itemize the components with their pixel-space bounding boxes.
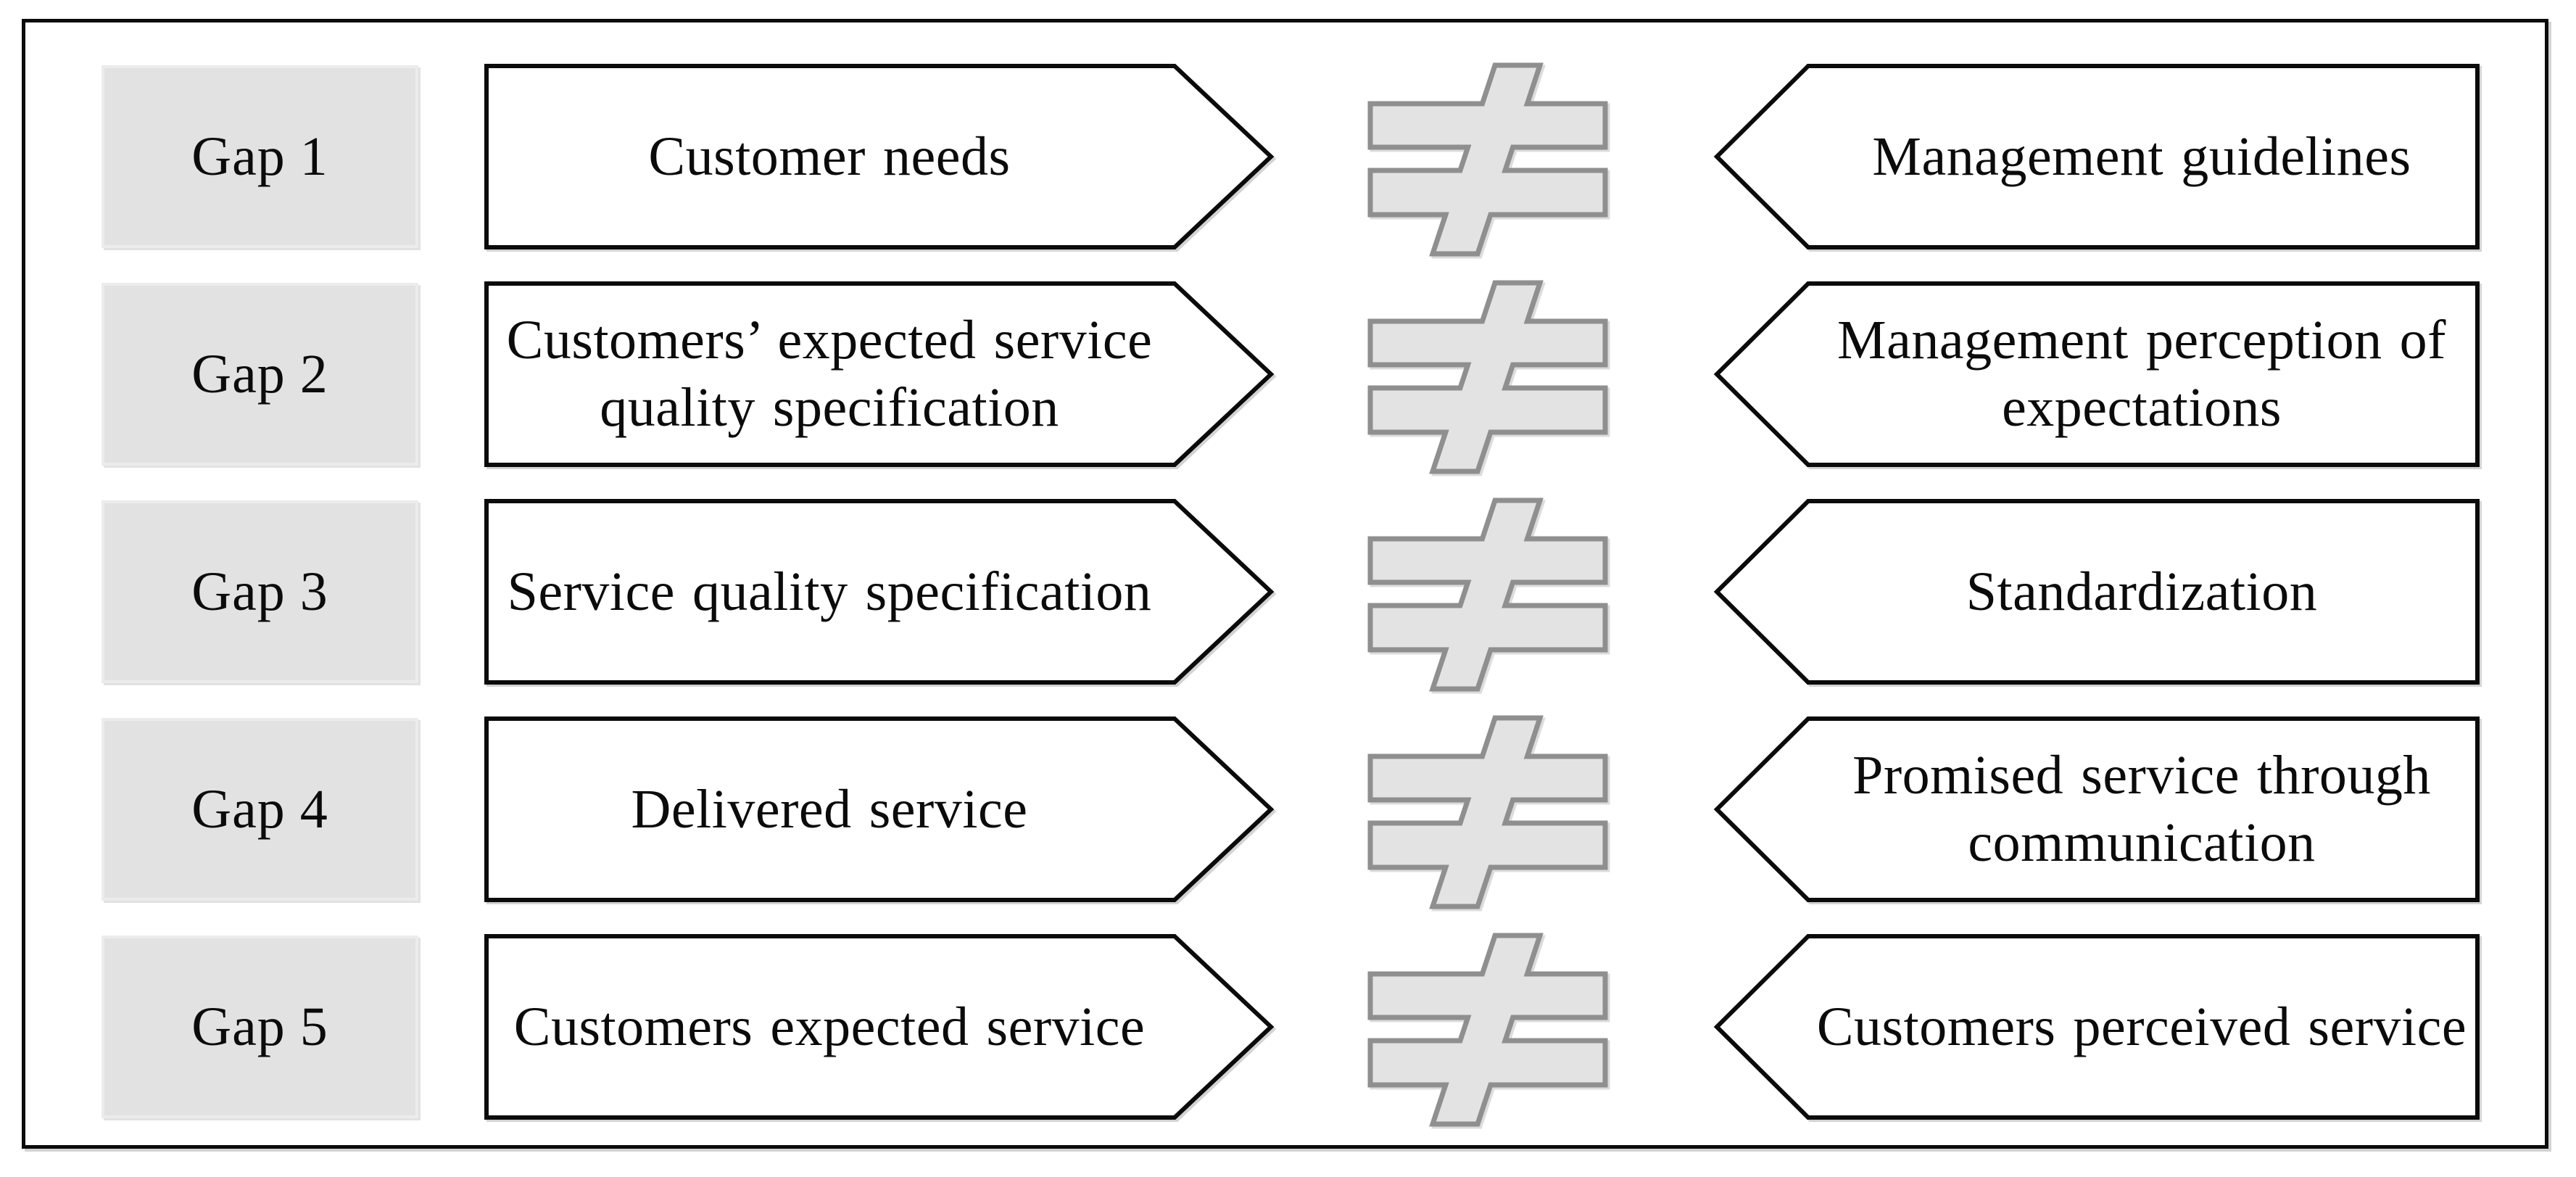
right-arrow-shape: Management guidelines (1713, 64, 2480, 249)
gap-label-box: Gap 5 (102, 936, 418, 1118)
left-arrow-text: Customers expected service (513, 996, 1146, 1057)
left-arrow-shape: Customers expected service (484, 934, 1275, 1120)
gap-label-box: Gap 1 (102, 65, 418, 248)
gap-row: Gap 3 Service quality specification Stan… (0, 497, 2576, 692)
left-pointing-pentagon-icon (1713, 499, 2480, 685)
outer-frame (22, 19, 2548, 1149)
right-pointing-pentagon-icon (484, 281, 1275, 467)
right-arrow-shape: Promised service through communication (1713, 716, 2480, 902)
left-arrow-shape: Delivered service (484, 716, 1275, 902)
right-arrow-text: Promised service through communication (1852, 745, 2431, 873)
not-equal-icon (1367, 497, 1608, 692)
right-arrow-shape: Management perception of expectations (1713, 281, 2480, 467)
right-arrow-text: Management perception of expectations (1837, 310, 2446, 438)
gap-label-box: Gap 3 (102, 500, 418, 683)
left-arrow-shape: Customers’ expected service quality spec… (484, 281, 1275, 467)
left-arrow-text: Customer needs (648, 125, 1011, 187)
right-arrow-shape: Customers perceived service (1713, 934, 2480, 1120)
gap-label-box: Gap 2 (102, 283, 418, 466)
gap-row: Gap 1 Customer needs Management guidelin… (0, 62, 2576, 257)
gap-label: Gap 4 (191, 779, 328, 840)
left-arrow-shape: Service quality specification (484, 499, 1275, 685)
not-equal-icon (1367, 280, 1608, 474)
not-equal-icon (1367, 715, 1608, 909)
right-arrow-text: Customers perceived service (1816, 996, 2467, 1057)
right-pointing-pentagon-icon (484, 934, 1275, 1120)
left-arrow-text: Delivered service (631, 778, 1028, 840)
right-arrow-text: Management guidelines (1872, 125, 2411, 187)
left-pointing-pentagon-icon (1713, 716, 2480, 902)
not-equal-icon (1367, 933, 1608, 1127)
gap-label: Gap 2 (191, 344, 328, 405)
gap-label: Gap 3 (191, 561, 328, 622)
right-pointing-pentagon-icon (484, 716, 1275, 902)
right-pointing-pentagon-icon (484, 499, 1275, 685)
right-pointing-pentagon-icon (484, 64, 1275, 249)
gap-label-box: Gap 4 (102, 718, 418, 901)
left-pointing-pentagon-icon (1713, 64, 2480, 249)
gap-row: Gap 5 Customers expected service Custome… (0, 933, 2576, 1127)
gap-label: Gap 5 (191, 996, 328, 1057)
left-arrow-shape: Customer needs (484, 64, 1275, 249)
not-equal-icon (1367, 62, 1608, 257)
gap-label: Gap 1 (191, 126, 328, 187)
right-arrow-shape: Standardization (1713, 499, 2480, 685)
right-arrow-text: Standardization (1966, 561, 2318, 622)
gap-row: Gap 4 Delivered service Promised service… (0, 715, 2576, 909)
left-pointing-pentagon-icon (1713, 281, 2480, 467)
left-arrow-text: Service quality specification (507, 561, 1152, 622)
gap-row: Gap 2 Customers’ expected service qualit… (0, 280, 2576, 474)
left-pointing-pentagon-icon (1713, 934, 2480, 1120)
left-arrow-text: Customers’ expected service quality spec… (506, 310, 1153, 438)
